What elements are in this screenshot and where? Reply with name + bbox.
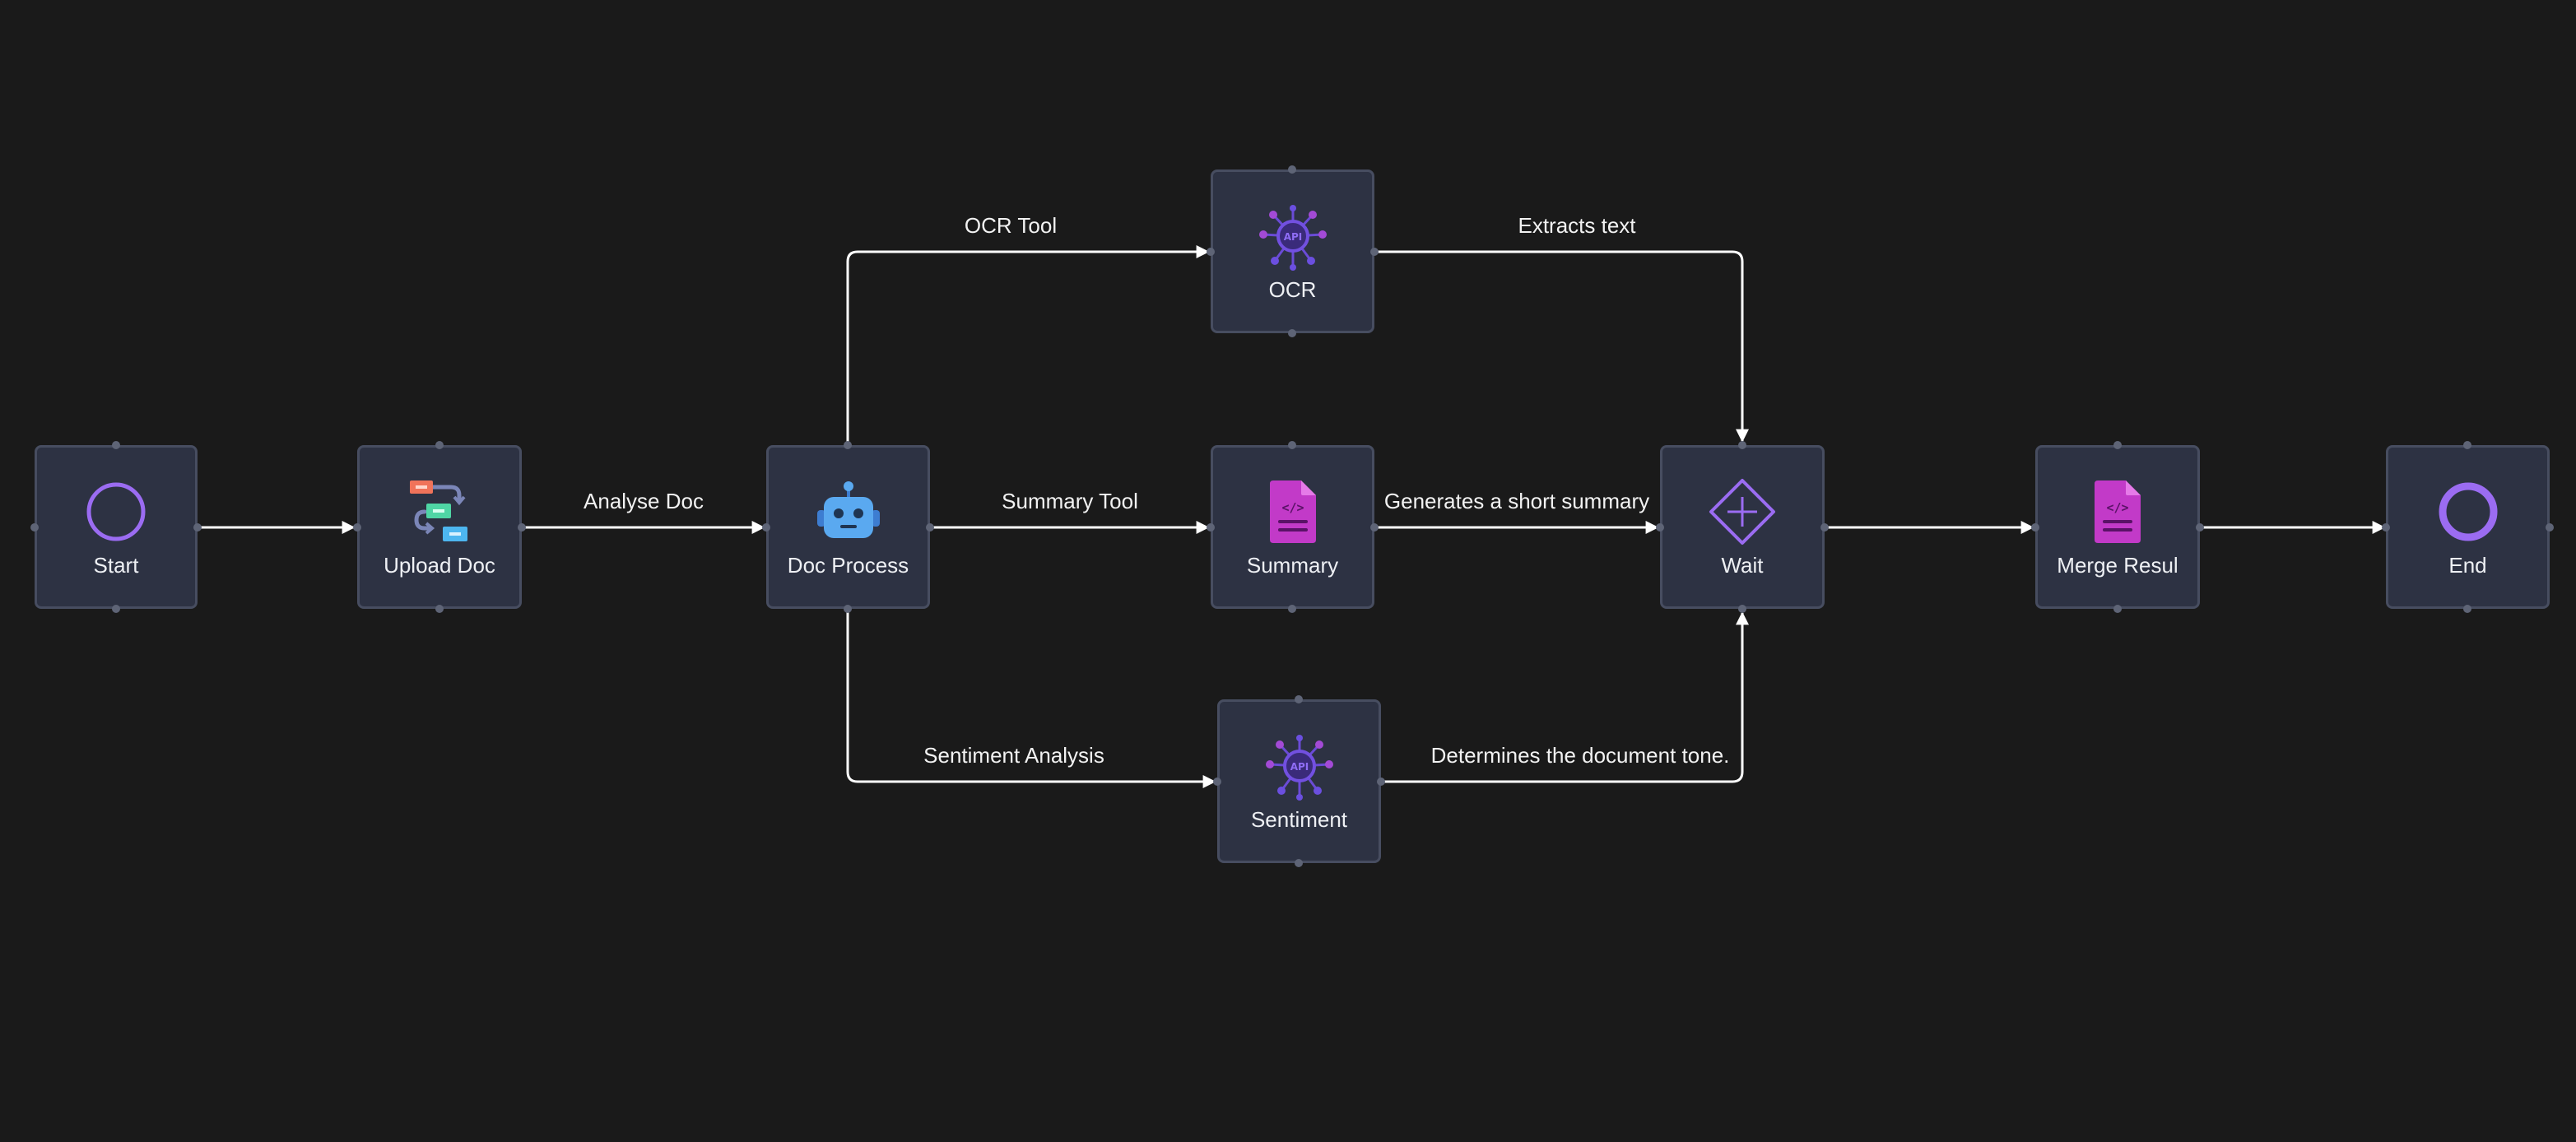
edge-label-ocr-tool: OCR Tool	[964, 213, 1058, 238]
node-label: Merge Resul	[2057, 553, 2178, 578]
svg-text:</>: </>	[1281, 500, 1304, 515]
edge-process-sentiment[interactable]	[846, 610, 1216, 788]
handle-wait-top[interactable]	[1738, 441, 1746, 449]
handle-upload-right[interactable]	[518, 523, 526, 532]
handle-merge-top[interactable]	[2113, 441, 2122, 449]
node-label: Doc Process	[787, 553, 909, 578]
handle-wait-left[interactable]	[1656, 523, 1664, 532]
edge-label-analyse-doc: Analyse Doc	[584, 489, 704, 513]
workflow-icon	[405, 477, 474, 546]
handle-end-bottom[interactable]	[2463, 605, 2471, 613]
handle-start-left[interactable]	[30, 523, 39, 532]
node-label: OCR	[1268, 277, 1317, 302]
handle-sentiment-bottom[interactable]	[1295, 859, 1303, 867]
code-document-icon: </>	[2083, 477, 2152, 546]
node-end[interactable]: End	[2386, 445, 2550, 609]
handle-start-right[interactable]	[193, 523, 202, 532]
handle-end-top[interactable]	[2463, 441, 2471, 449]
handle-upload-top[interactable]	[435, 441, 444, 449]
handle-upload-bottom[interactable]	[435, 605, 444, 613]
handle-process-left[interactable]	[762, 523, 770, 532]
handle-start-top[interactable]	[112, 441, 120, 449]
handle-merge-bottom[interactable]	[2113, 605, 2122, 613]
handle-process-right[interactable]	[926, 523, 934, 532]
edge-sentiment-wait[interactable]	[1381, 611, 1749, 783]
handle-wait-right[interactable]	[1820, 523, 1829, 532]
handle-summary-bottom[interactable]	[1288, 605, 1296, 613]
ring-icon	[2434, 477, 2503, 546]
handle-summary-top[interactable]	[1288, 441, 1296, 449]
node-doc-process[interactable]: Doc Process	[766, 445, 930, 609]
node-wait[interactable]: Wait	[1660, 445, 1825, 609]
edge-label-summary-tool: Summary Tool	[1002, 489, 1138, 513]
handle-merge-right[interactable]	[2196, 523, 2204, 532]
handle-end-right[interactable]	[2546, 523, 2554, 532]
svg-text:</>: </>	[2106, 500, 2128, 515]
node-label: Sentiment	[1250, 807, 1348, 832]
handle-ocr-left[interactable]	[1207, 248, 1215, 256]
node-label: End	[2448, 553, 2487, 578]
api-network-icon: API	[1265, 731, 1334, 801]
robot-icon	[814, 477, 883, 546]
handle-wait-bottom[interactable]	[1738, 605, 1746, 613]
node-label: Summary	[1246, 553, 1339, 578]
circle-outline-icon	[81, 477, 151, 546]
node-label: Start	[93, 553, 139, 578]
node-summary[interactable]: </> Summary	[1211, 445, 1374, 609]
edge-label-extracts-text: Extracts text	[1518, 213, 1636, 238]
handle-sentiment-left[interactable]	[1213, 778, 1221, 786]
svg-text:API: API	[1290, 761, 1309, 773]
handle-ocr-top[interactable]	[1288, 165, 1296, 174]
handle-sentiment-right[interactable]	[1377, 778, 1385, 786]
edge-label-determines-tone: Determines the document tone.	[1430, 743, 1730, 768]
handle-summary-right[interactable]	[1370, 523, 1379, 532]
diamond-plus-icon	[1708, 477, 1777, 546]
handle-upload-left[interactable]	[353, 523, 361, 532]
node-label: Wait	[1721, 553, 1764, 578]
code-document-icon: </>	[1258, 477, 1328, 546]
node-sentiment[interactable]: API Sentiment	[1217, 699, 1381, 863]
handle-process-top[interactable]	[844, 441, 852, 449]
node-start[interactable]: Start	[35, 445, 198, 609]
handle-merge-left[interactable]	[2031, 523, 2039, 532]
edge-label-generates-summary: Generates a short summary	[1383, 489, 1650, 513]
node-label: Upload Doc	[384, 553, 495, 578]
handle-end-left[interactable]	[2382, 523, 2390, 532]
api-network-icon: API	[1258, 202, 1328, 271]
node-ocr[interactable]: API OCR	[1211, 169, 1374, 333]
handle-ocr-bottom[interactable]	[1288, 329, 1296, 337]
handle-sentiment-top[interactable]	[1295, 695, 1303, 703]
edge-ocr-wait[interactable]	[1374, 250, 1749, 443]
handle-start-bottom[interactable]	[112, 605, 120, 613]
edge-label-sentiment-analysis: Sentiment Analysis	[923, 743, 1104, 768]
node-upload-doc[interactable]: Upload Doc	[357, 445, 522, 609]
handle-process-bottom[interactable]	[844, 605, 852, 613]
node-merge-result[interactable]: </> Merge Resul	[2035, 445, 2200, 609]
svg-text:API: API	[1283, 231, 1302, 243]
edge-process-ocr[interactable]	[846, 245, 1210, 443]
handle-summary-left[interactable]	[1207, 523, 1215, 532]
handle-ocr-right[interactable]	[1370, 248, 1379, 256]
